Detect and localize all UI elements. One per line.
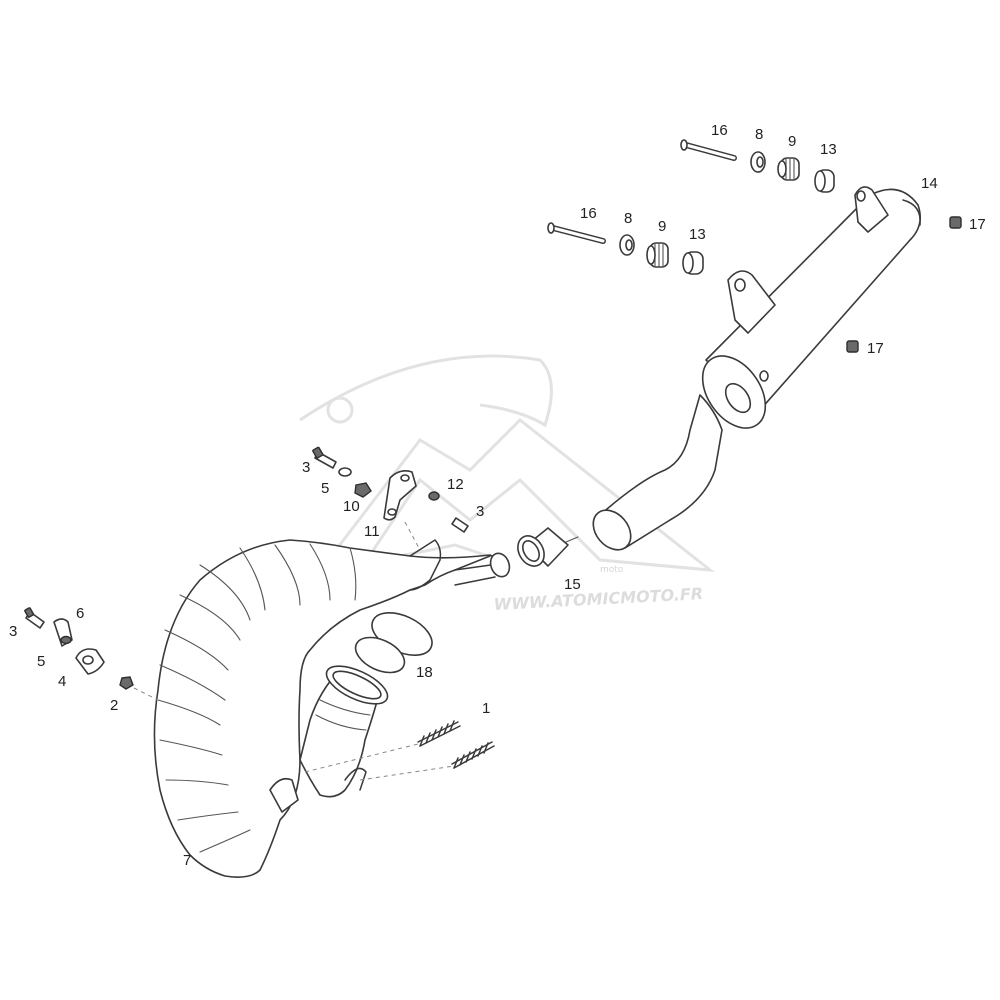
- spacer-13-lower: [682, 251, 704, 275]
- callout-3-mid: 3: [476, 503, 484, 520]
- callout-14: 14: [921, 175, 938, 192]
- callout-labels: 16 8 9 13 14 17 16 8 9 13 17 3 5 10 12 3…: [9, 122, 986, 869]
- callout-2: 2: [110, 697, 118, 714]
- spacer-13-upper: [814, 169, 835, 193]
- callout-13-upper: 13: [820, 141, 837, 158]
- nut-10: [354, 482, 372, 498]
- clamp-4: [75, 648, 105, 675]
- o-ring-18: [354, 612, 433, 674]
- callout-17-upper: 17: [969, 216, 986, 233]
- callout-3-upper: 3: [302, 459, 310, 476]
- callout-4: 4: [58, 673, 66, 690]
- callout-18: 18: [416, 664, 433, 681]
- bolt-3-left: [24, 607, 45, 629]
- callout-9-upper: 9: [788, 133, 796, 150]
- callout-17-lower: 17: [867, 340, 884, 357]
- washer-12: [428, 491, 440, 501]
- sleeve-15: [517, 527, 579, 567]
- callout-5-upper: 5: [321, 480, 329, 497]
- callout-12: 12: [447, 476, 464, 493]
- callout-5-left: 5: [37, 653, 45, 670]
- callout-16-upper: 16: [711, 122, 728, 139]
- callout-6: 6: [76, 605, 84, 622]
- rubber-grommet-9-lower: [646, 242, 669, 268]
- bolt-3-upper: [312, 446, 337, 469]
- callout-16-lower: 16: [580, 205, 597, 222]
- rubber-grommet-9-upper: [777, 157, 800, 181]
- nut-17-lower: [846, 340, 859, 353]
- callout-1: 1: [482, 700, 490, 717]
- callout-9-lower: 9: [658, 218, 666, 235]
- bolt-3-mid: [451, 517, 469, 533]
- bolt-16-lower: [547, 222, 606, 244]
- spring-1-lower: [451, 741, 495, 769]
- callout-7: 7: [183, 852, 191, 869]
- callout-15: 15: [564, 576, 581, 593]
- washer-8-upper: [750, 151, 766, 173]
- silencer-14: [592, 186, 921, 551]
- bracket-11: [383, 470, 417, 521]
- expansion-chamber-7: [153, 539, 511, 878]
- washer-8-lower: [619, 234, 635, 256]
- callout-11: 11: [364, 523, 380, 540]
- callout-10: 10: [343, 498, 360, 515]
- spring-1-upper: [417, 720, 461, 747]
- callout-13-lower: 13: [689, 226, 706, 243]
- callout-3-left: 3: [9, 623, 17, 640]
- washer-5-upper: [338, 467, 352, 477]
- nut-17-upper: [949, 216, 962, 229]
- nut-2: [119, 676, 134, 690]
- callout-8-upper: 8: [755, 126, 763, 143]
- callout-8-lower: 8: [624, 210, 632, 227]
- bolt-16-upper: [680, 139, 737, 161]
- watermark-small: moto: [600, 565, 624, 575]
- watermark-url: WWW.ATOMICMOTO.FR: [493, 584, 703, 614]
- washer-5-left: [60, 635, 72, 645]
